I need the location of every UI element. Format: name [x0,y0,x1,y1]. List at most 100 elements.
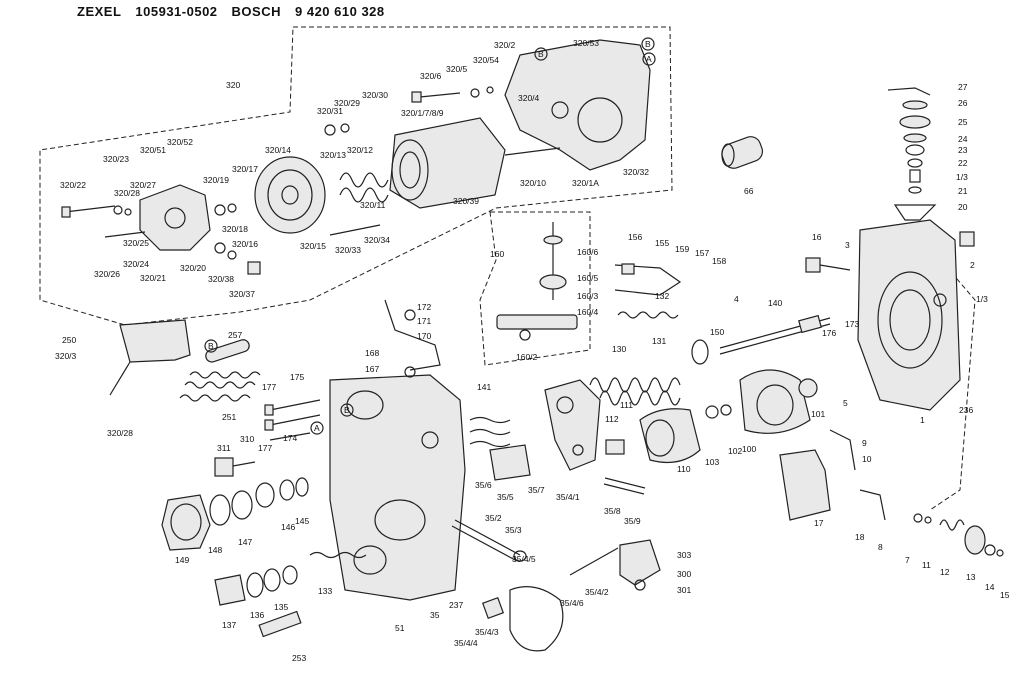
callout-label: 35/6 [475,480,492,490]
callout-label: 320/39 [453,196,479,206]
callout-label: 320/28 [107,428,133,438]
cap-149 [161,494,211,551]
callout-label: 147 [238,537,252,547]
callout-label: 17 [814,518,824,528]
callout-label: 167 [365,364,379,374]
callout-label: 135 [274,602,288,612]
callout-label: 1/3 [956,172,968,182]
callout-label: 20 [958,202,968,212]
callout-label: 300 [677,569,691,579]
callout-label: 320/18 [222,224,248,234]
circled-letter-3: A [646,54,652,64]
callout-label: 320/26 [94,269,120,279]
diaphragm-320-14 [254,156,326,234]
brand-name: BOSCH [231,4,281,19]
callout-label: 35/4/5 [512,554,536,564]
callout-label: 160/6 [577,247,599,257]
callout-label: 22 [958,158,968,168]
callout-label: 320/14 [265,145,291,155]
callout-label: 35/3 [505,525,522,535]
callout-label: 11 [922,560,931,570]
bracket-250 [109,319,191,396]
callout-label: 160/2 [516,352,538,362]
spring-320-12 [339,172,389,203]
callout-label: 13 [966,572,976,582]
control-lever-17-group [779,429,1004,557]
callout-label: 10 [862,454,872,464]
callout-label: 320/28 [114,188,140,198]
drive-disc-110 [639,404,732,463]
callout-label: 9 [862,438,867,448]
callout-label: 35/2 [485,513,502,523]
callout-label: 102 [728,446,742,456]
callout-label: 320/3 [55,351,77,361]
callout-label: 177 [262,382,276,392]
callout-label: 320/38 [208,274,234,284]
callout-label: 160/4 [577,307,599,317]
callout-label: 320 [226,80,240,90]
callout-label: 250 [62,335,76,345]
callout-label: 172 [417,302,431,312]
callout-label: 4 [734,294,739,304]
callout-label: 35/4/3 [475,627,499,637]
callout-label: 177 [258,443,272,453]
callout-label: 176 [822,328,836,338]
callout-label: 320/24 [123,259,149,269]
springs-251 [179,339,261,402]
callout-label: 23 [958,145,968,155]
callout-label: 150 [710,327,724,337]
callout-label: 320/10 [520,178,546,188]
bosch-part-number: 9 420 610 328 [295,4,385,19]
callout-label: 35/4/2 [585,587,609,597]
spring-141 [469,416,511,448]
callout-label: 320/25 [123,238,149,248]
bracket-320-17 [139,184,211,251]
bolts-175-177 [264,399,321,441]
callout-label: 320/1A [572,178,599,188]
callout-label: 303 [677,550,691,560]
housing-320-1 [389,117,506,209]
callout-label: 35/4/6 [560,598,584,608]
circled-letter-marks: B B A B B A [204,37,656,435]
group-320-outline [39,26,673,326]
callout-label: 14 [985,582,995,592]
callout-label: 320/11 [360,200,386,210]
callout-label: 160/5 [577,273,599,283]
callout-label: 320/13 [320,150,346,160]
callout-label: 12 [940,567,950,577]
callout-label: 237 [449,600,463,610]
callout-label: 320/2 [494,40,516,50]
callout-label: 320/31 [317,106,343,116]
screw-16 [805,231,975,273]
leader-dashed-line [914,229,976,511]
callout-label: 320/19 [203,175,229,185]
callout-label: 320/29 [334,98,360,108]
callout-label: 133 [318,586,332,596]
circled-letter-4: B [208,341,214,351]
callout-label: 5 [843,398,848,408]
callout-label: 130 [612,344,626,354]
callout-label: 112 [605,414,619,424]
callout-label: 35 [430,610,440,620]
callout-label: 155 [655,238,669,248]
callout-label: 160/3 [577,291,599,301]
callout-label: 320/22 [60,180,86,190]
callout-label: 141 [477,382,491,392]
stack-20-27 [887,87,937,221]
callout-label: 310 [240,434,254,444]
callout-label: 158 [712,256,726,266]
callout-label: 157 [695,248,709,258]
plug-137-group [214,565,302,638]
callout-label: 320/1/7/8/9 [401,108,444,118]
callout-label: 148 [208,545,222,555]
callout-label: 320/6 [420,71,442,81]
callout-label: 320/52 [167,137,193,147]
callout-label: 320/30 [362,90,388,100]
callout-label: 103 [705,457,719,467]
callout-label: 168 [365,348,379,358]
callout-label: 320/17 [232,164,258,174]
callout-label: 145 [295,516,309,526]
callout-label: 320/37 [229,289,255,299]
